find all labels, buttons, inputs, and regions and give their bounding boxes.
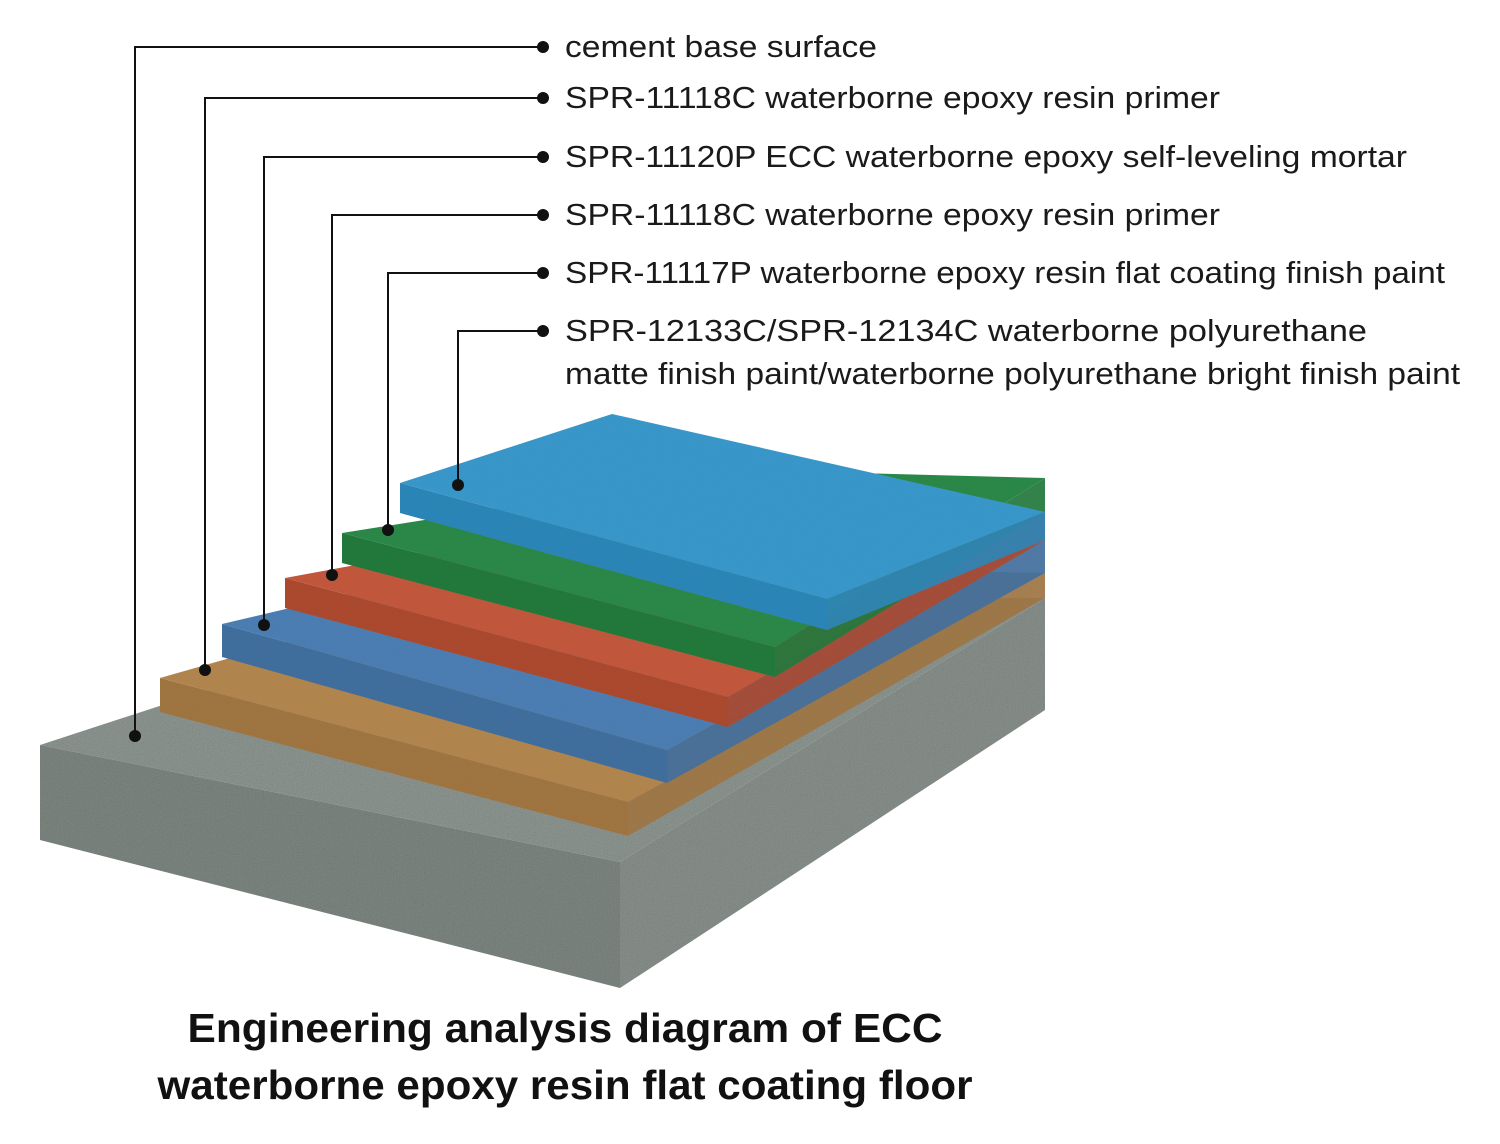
label-mortar: SPR-11120P ECC waterborne epoxy self-lev… (565, 139, 1407, 174)
label-primer-2: SPR-11118C waterborne epoxy resin primer (565, 197, 1220, 232)
layer-0-right (620, 598, 1045, 988)
layer-labels: cement base surface SPR-11118C waterborn… (565, 29, 1460, 391)
layer-1-right (628, 573, 1045, 836)
label-dot-2 (537, 151, 549, 163)
layer-5-topcoat (400, 414, 1045, 630)
layer-dot-1 (199, 664, 211, 676)
layer-3-front (285, 578, 728, 727)
label-topcoat-line-1: SPR-12133C/SPR-12134C waterborne polyure… (565, 313, 1367, 348)
leader-line-1 (204, 97, 543, 670)
layer-4-front (342, 533, 775, 677)
layer-2-front (222, 624, 667, 783)
label-topcoat-line-2: matte finish paint/waterborne polyuretha… (565, 356, 1460, 391)
label-dot-3 (537, 209, 549, 221)
leader-line-5 (457, 330, 543, 485)
label-primer-1: SPR-11118C waterborne epoxy resin primer (565, 80, 1220, 115)
title-line-2: waterborne epoxy resin flat coating floo… (156, 1062, 972, 1108)
layer-dot-2 (258, 619, 270, 631)
layer-dot-5 (452, 479, 464, 491)
leader-line-3 (331, 214, 543, 575)
layer-0-front (40, 745, 620, 988)
label-dots (537, 41, 549, 337)
label-flat-finish: SPR-11117P waterborne epoxy resin flat c… (565, 255, 1445, 290)
layer-dot-3 (326, 569, 338, 581)
layer-2-right (667, 540, 1045, 783)
leader-lines (134, 46, 543, 736)
title-line-1: Engineering analysis diagram of ECC (188, 1005, 943, 1051)
layer-5-right (827, 512, 1045, 630)
layer-5-front (400, 483, 827, 630)
label-dot-1 (537, 92, 549, 104)
leader-line-4 (387, 272, 543, 530)
layer-dots (129, 479, 464, 742)
label-dot-5 (537, 325, 549, 337)
layer-dot-4 (382, 524, 394, 536)
leader-line-0 (134, 46, 543, 736)
leader-line-2 (263, 156, 543, 625)
label-dot-0 (537, 41, 549, 53)
layer-5-top (400, 414, 1045, 599)
diagram-title: Engineering analysis diagram of ECC wate… (156, 1005, 972, 1108)
layer-1-front (160, 678, 628, 836)
layer-dot-0 (129, 730, 141, 742)
label-cement-base: cement base surface (565, 29, 877, 64)
label-dot-4 (537, 267, 549, 279)
